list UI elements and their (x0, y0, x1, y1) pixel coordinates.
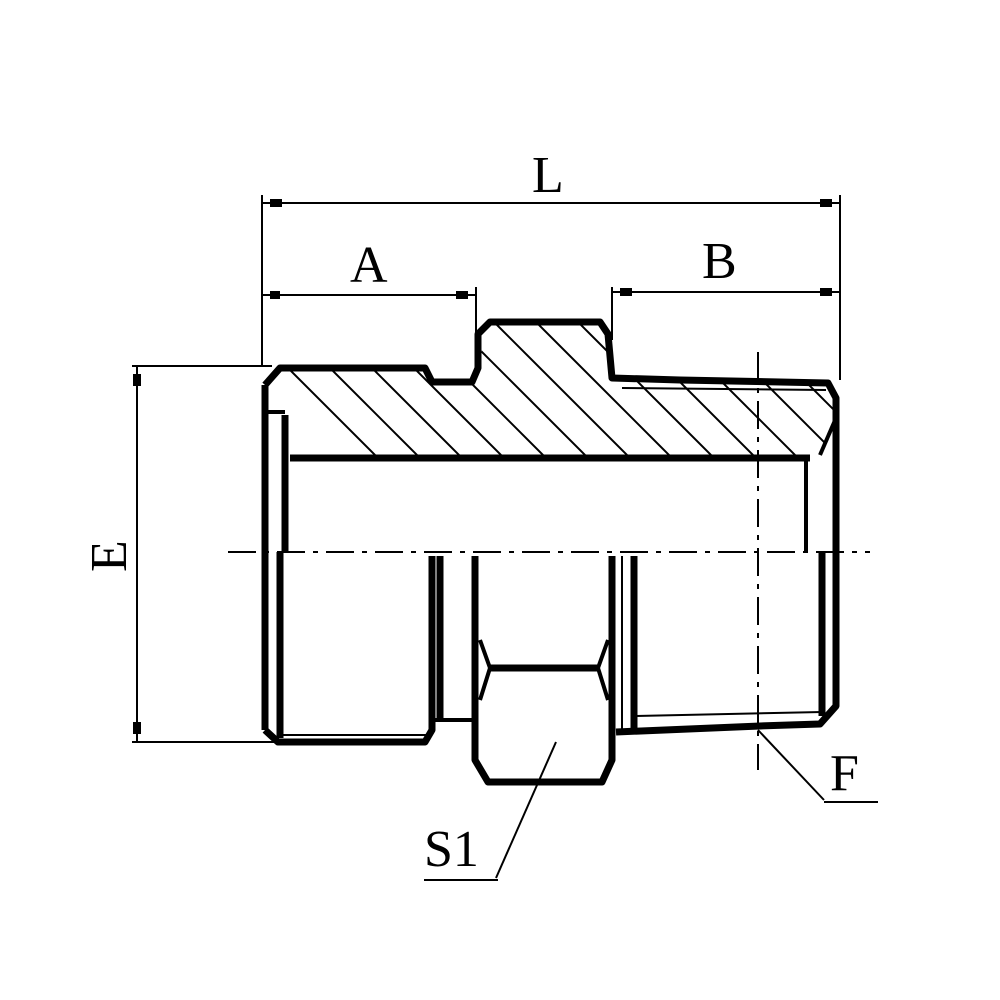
dimension-L: L (261, 147, 841, 380)
label-F: F (830, 745, 859, 802)
hex-body (471, 556, 616, 786)
right-thread-root (635, 711, 823, 717)
label-A: A (350, 237, 388, 294)
right-thread-bottom (615, 552, 840, 736)
dimension-A: A (262, 237, 477, 340)
arrow-icon (133, 722, 141, 734)
label-S1: S1 (424, 821, 479, 878)
left-thread-bottom (262, 556, 436, 746)
label-E: E (81, 540, 138, 572)
arrow-icon (133, 374, 141, 386)
hex-chamfer-left (478, 639, 493, 701)
outer-profile-top (262, 318, 840, 552)
dimension-E: E (81, 365, 280, 743)
arrow-icon (456, 291, 468, 299)
hex-chamfer-right (595, 639, 610, 701)
leader-F: F (757, 729, 878, 803)
arrow-icon (820, 199, 832, 207)
external-view (262, 552, 840, 786)
leader-S1: S1 (424, 741, 557, 881)
arrow-icon (270, 199, 282, 207)
dimension-B: B (611, 233, 840, 340)
thread-root-line-top (621, 387, 827, 391)
arrow-icon (820, 288, 832, 296)
label-L: L (532, 147, 564, 204)
label-B: B (702, 233, 737, 290)
arrow-icon (620, 288, 632, 296)
right-chamfer (818, 417, 838, 456)
arrow-icon (270, 291, 280, 299)
